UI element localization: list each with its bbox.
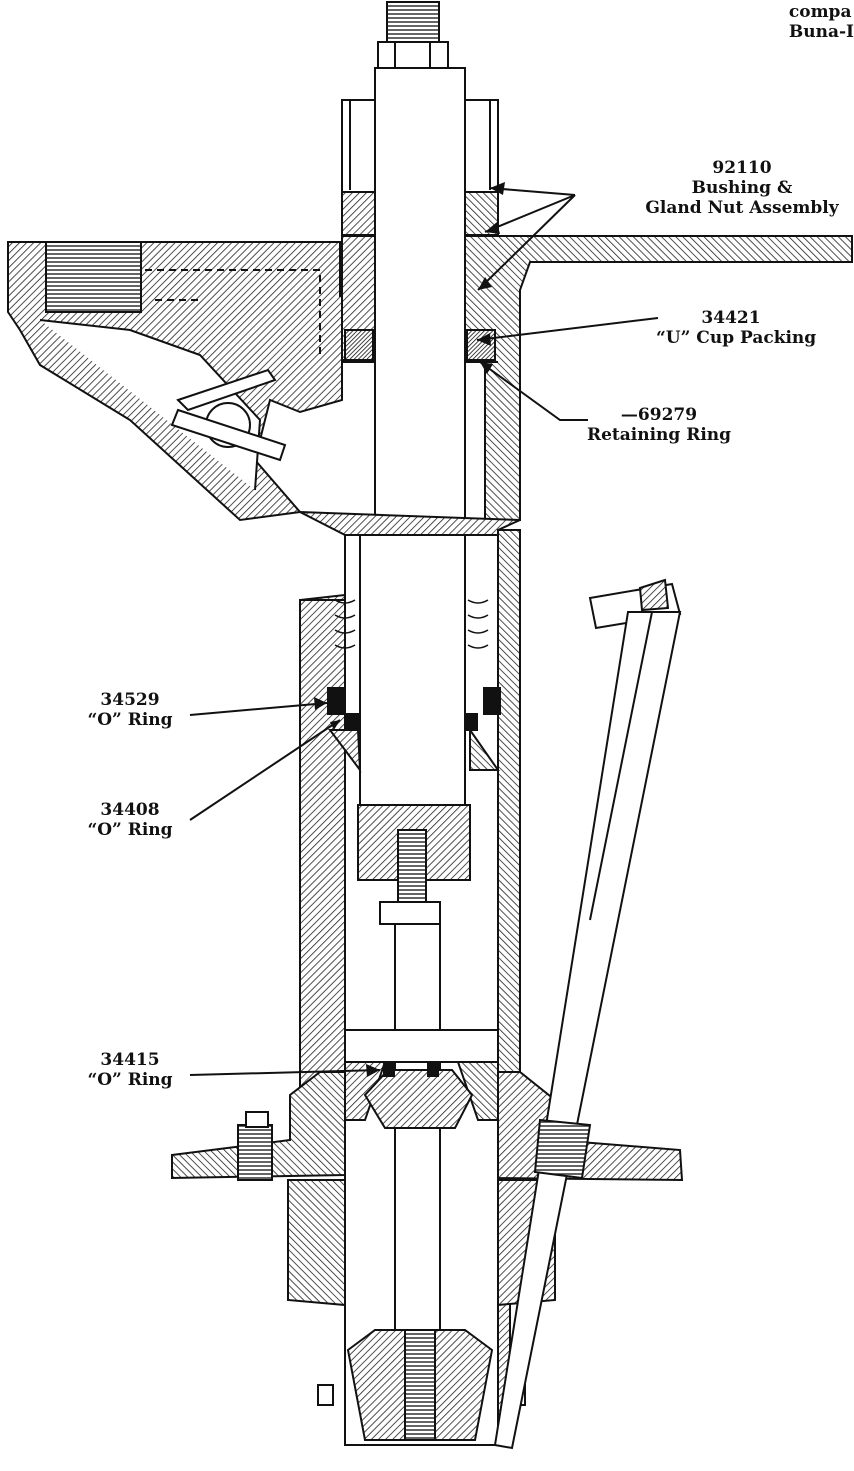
callout-name: “O” Ring xyxy=(87,820,173,840)
corner-note-line2: Buna-I xyxy=(788,22,854,42)
leader-lines xyxy=(189,187,659,1076)
callout-part-number: 34408 xyxy=(100,800,160,820)
upper-piston-rod xyxy=(374,67,466,519)
callout-part-number: 34529 xyxy=(100,690,160,710)
o-ring-34529 xyxy=(327,687,501,715)
callout-part-number: —69279 xyxy=(620,405,698,425)
leader-arrowheads xyxy=(314,182,505,1077)
callout-part-number: 92110 xyxy=(712,158,772,178)
spring xyxy=(334,599,489,649)
corner-note: compa Buna-I xyxy=(789,2,854,42)
callout-o-ring-34408: 34408 “O” Ring xyxy=(70,800,190,840)
callout-u-cup-packing: 34421 “U” Cup Packing xyxy=(656,308,817,348)
o-ring-34415 xyxy=(383,1061,439,1077)
callout-part-number: 34415 xyxy=(100,1050,160,1070)
callout-name: “U” Cup Packing xyxy=(656,328,817,348)
callout-bushing-gland-nut: 92110 Bushing & Gland Nut Assembly xyxy=(630,158,854,218)
corner-note-line1: compa xyxy=(788,2,852,22)
callout-part-number: 34421 xyxy=(701,308,761,328)
callout-o-ring-34529: 34529 “O” Ring xyxy=(70,690,190,730)
o-ring-34408 xyxy=(328,713,500,774)
callout-retaining-ring: —69279 Retaining Ring xyxy=(570,405,748,445)
callout-name: Retaining Ring xyxy=(586,425,732,445)
callout-name-line2: Gland Nut Assembly xyxy=(645,198,839,218)
piston xyxy=(357,534,471,925)
callout-o-ring-34415: 34415 “O” Ring xyxy=(70,1050,190,1090)
gland-nut-assembly xyxy=(341,99,499,236)
u-cup-packing xyxy=(344,329,496,361)
threaded-stud xyxy=(377,1,449,69)
callout-name-line1: Bushing & xyxy=(691,178,793,198)
lever-pivot xyxy=(170,368,287,462)
pump-handle xyxy=(493,578,682,1450)
callout-name: “O” Ring xyxy=(87,1070,173,1090)
callout-name: “O” Ring xyxy=(87,710,173,730)
lower-valve-housing xyxy=(344,1029,499,1129)
